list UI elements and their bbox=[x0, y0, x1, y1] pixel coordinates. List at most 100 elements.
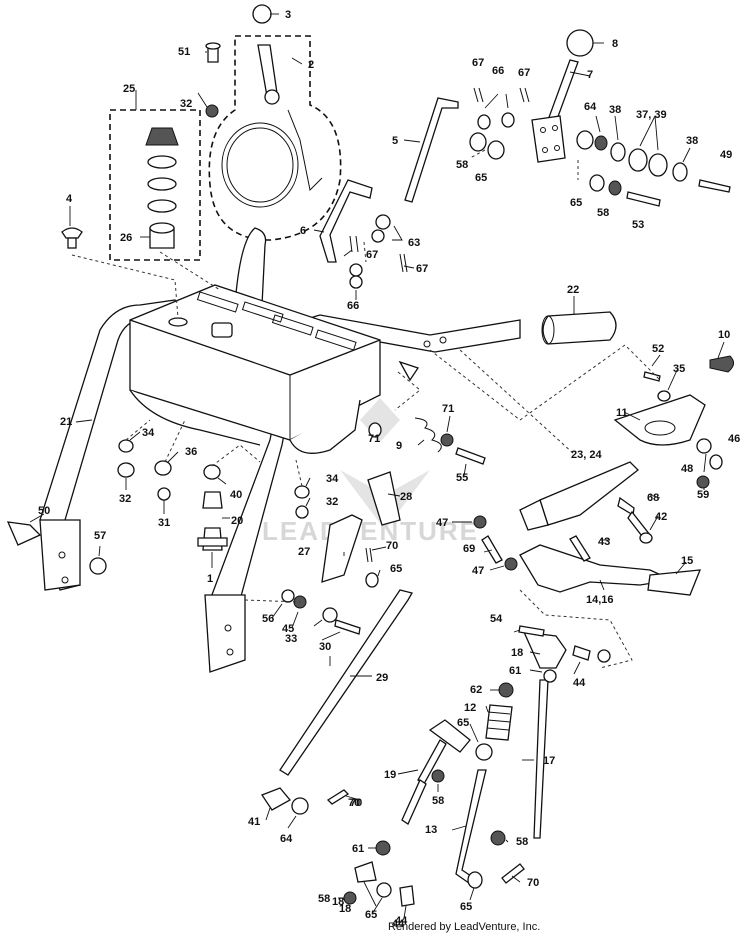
callout-32c: 32 bbox=[180, 98, 192, 110]
callout-28: 28 bbox=[400, 491, 412, 503]
kit-25-parts bbox=[145, 127, 179, 249]
callout-32b: 32 bbox=[326, 496, 338, 508]
callout-70c: 70 bbox=[527, 877, 539, 889]
bracket-10-11 bbox=[613, 355, 734, 489]
callout-70b: 70 bbox=[348, 797, 360, 809]
callout-25: 25 bbox=[123, 83, 135, 95]
callout-65a: 65 bbox=[475, 172, 487, 184]
callout-1: 1 bbox=[207, 573, 213, 585]
callout-58d: 58 bbox=[516, 836, 528, 848]
callout-36: 36 bbox=[185, 446, 197, 458]
callout-37-39: 37, 39 bbox=[636, 109, 667, 121]
callout-61b: 61 bbox=[352, 843, 364, 855]
callout-14-16: 14,16 bbox=[586, 594, 614, 606]
callout-50: 50 bbox=[38, 505, 50, 517]
callout-65e: 65 bbox=[460, 901, 472, 913]
callout-8: 8 bbox=[612, 38, 618, 50]
callout-6: 6 bbox=[300, 225, 306, 237]
callout-62: 62 bbox=[470, 684, 482, 696]
grip-22 bbox=[541, 311, 617, 345]
callout-71a: 71 bbox=[442, 403, 454, 415]
small-parts-upper-left bbox=[61, 4, 272, 249]
callout-52: 52 bbox=[652, 343, 664, 355]
callout-67a: 67 bbox=[472, 57, 484, 69]
fuel-tank bbox=[129, 284, 381, 454]
callout-10: 10 bbox=[718, 329, 730, 341]
callout-45: 45 bbox=[282, 623, 294, 635]
callout-30: 30 bbox=[319, 641, 331, 653]
callout-5: 5 bbox=[392, 135, 398, 147]
callout-17: 17 bbox=[543, 755, 555, 767]
callout-58b: 58 bbox=[597, 207, 609, 219]
callout-58c: 58 bbox=[432, 795, 444, 807]
handle-frame bbox=[39, 227, 521, 673]
callout-7: 7 bbox=[587, 69, 593, 81]
callout-65f: 65 bbox=[365, 909, 377, 921]
fuel-cable-2 bbox=[221, 44, 323, 208]
reference-lines bbox=[71, 149, 661, 669]
callout-53: 53 bbox=[632, 219, 644, 231]
callout-18c: 18 bbox=[339, 903, 351, 915]
callout-70d: 70 bbox=[350, 797, 362, 809]
callout-42: 42 bbox=[655, 511, 667, 523]
callout-46: 46 bbox=[728, 433, 740, 445]
callout-21: 21 bbox=[60, 416, 72, 428]
spring-and-bolts-center bbox=[367, 360, 486, 526]
callout-48: 48 bbox=[681, 463, 693, 475]
callout-3: 3 bbox=[285, 9, 291, 21]
callout-11: 11 bbox=[616, 407, 628, 419]
callout-35: 35 bbox=[673, 363, 685, 375]
hardware-upper-right bbox=[349, 87, 731, 289]
callout-40: 40 bbox=[230, 489, 242, 501]
callout-68: 68 bbox=[647, 492, 659, 504]
watermark-text: LEADVENTURE bbox=[262, 516, 479, 546]
callout-34a: 34 bbox=[142, 427, 155, 439]
hardware-left bbox=[6, 439, 310, 575]
control-lever-23-24 bbox=[473, 461, 702, 596]
callout-29: 29 bbox=[376, 672, 388, 684]
callout-19: 19 bbox=[384, 769, 396, 781]
callout-2: 2 bbox=[308, 59, 314, 71]
callout-38b: 38 bbox=[686, 135, 698, 147]
kit-box-2 bbox=[208, 35, 342, 241]
callout-47a: 47 bbox=[436, 517, 448, 529]
callout-15: 15 bbox=[681, 555, 693, 567]
shift-rods bbox=[319, 97, 459, 263]
leader-lines bbox=[29, 13, 725, 919]
callout-67d: 67 bbox=[416, 263, 428, 275]
callout-31: 31 bbox=[158, 517, 170, 529]
callout-63: 63 bbox=[408, 237, 420, 249]
callout-67b: 67 bbox=[518, 67, 530, 79]
callout-20: 20 bbox=[231, 515, 243, 527]
callout-58a: 58 bbox=[456, 159, 468, 171]
callout-49: 49 bbox=[720, 149, 732, 161]
callout-41: 41 bbox=[248, 816, 260, 828]
callout-66a: 66 bbox=[492, 65, 504, 77]
callout-labels: 1 2 3 4 5 6 7 8 9 10 11 12 13 14,16 15 1… bbox=[38, 9, 740, 930]
callout-65b: 65 bbox=[570, 197, 582, 209]
callout-23-24: 23, 24 bbox=[571, 449, 602, 461]
callout-57: 57 bbox=[94, 530, 106, 542]
callout-18b: 18 bbox=[332, 896, 344, 908]
callout-59: 59 bbox=[697, 489, 709, 501]
callout-71b: 71 bbox=[368, 433, 380, 445]
rods-lower-right bbox=[490, 625, 611, 884]
callout-44a: 44 bbox=[573, 677, 586, 689]
callout-70a: 70 bbox=[386, 540, 398, 552]
callout-26: 26 bbox=[120, 232, 132, 244]
callout-34b: 34 bbox=[326, 473, 339, 485]
callout-38a: 38 bbox=[609, 104, 621, 116]
callout-44b: 44 bbox=[392, 918, 405, 930]
callout-51: 51 bbox=[178, 46, 190, 58]
callout-54: 54 bbox=[490, 613, 503, 625]
kit-box-25 bbox=[109, 109, 201, 261]
callout-22: 22 bbox=[567, 284, 579, 296]
callout-9: 9 bbox=[396, 440, 402, 452]
callout-58e: 58 bbox=[318, 893, 330, 905]
rods-lower-center bbox=[401, 682, 514, 889]
callout-4: 4 bbox=[66, 193, 73, 205]
callout-27: 27 bbox=[298, 546, 310, 558]
callout-18a: 18 bbox=[511, 647, 523, 659]
callout-55: 55 bbox=[456, 472, 468, 484]
